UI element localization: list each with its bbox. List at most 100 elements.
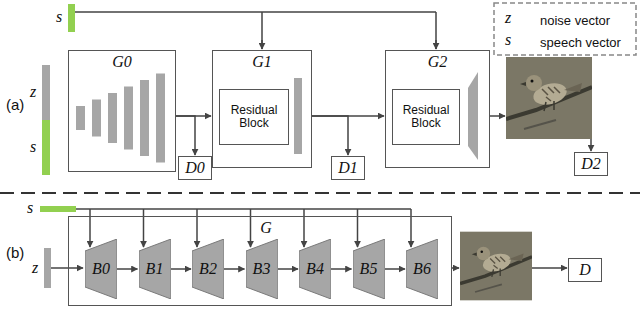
node-label: G0	[112, 53, 132, 71]
vector-letter: s	[30, 138, 36, 155]
block-trapezoid: B6	[406, 239, 438, 299]
connector-arrow	[331, 268, 352, 270]
block-trapezoid: B2	[192, 239, 224, 299]
block-trapezoid: B3	[246, 239, 278, 299]
separator	[0, 192, 640, 194]
discriminator-box: D0	[178, 156, 212, 180]
legend-key-holder: z	[505, 9, 511, 27]
node-label: B4	[306, 260, 324, 278]
legend-text: speech vector	[540, 35, 621, 50]
node-label: G2	[428, 53, 448, 71]
trapezoid-outline	[139, 239, 171, 299]
speech-wire	[75, 12, 436, 49]
bird-image	[506, 57, 592, 139]
trapezoid-outline	[85, 239, 117, 299]
speech-bar	[40, 206, 76, 212]
legend-text: noise vector	[540, 13, 610, 28]
vector-letter-holder: s	[27, 199, 33, 217]
bird-image	[460, 232, 532, 301]
speech-arrow	[410, 209, 412, 247]
node-label: D2	[581, 155, 601, 173]
node-label: Residual Block	[220, 104, 288, 130]
trapezoid-outline	[246, 239, 278, 299]
noise-bar	[42, 65, 50, 120]
generator-box: G1Residual Block	[212, 50, 312, 168]
layer-bar	[76, 106, 85, 130]
node-label: B2	[199, 260, 217, 278]
speech-wire	[76, 208, 411, 210]
layer-bar	[108, 93, 117, 143]
discriminator-box: D2	[574, 152, 608, 176]
speech-arrow	[303, 209, 305, 247]
connector-arrow	[312, 116, 348, 155]
speech-arrow	[357, 209, 359, 247]
speech-arrow	[89, 209, 91, 247]
residual-block: Residual Block	[219, 89, 289, 145]
speech-bar	[42, 120, 50, 175]
connector-arrow	[176, 116, 195, 155]
legend-frame	[494, 3, 636, 55]
block-trapezoid: B5	[353, 239, 385, 299]
vector-letter: s	[56, 8, 62, 25]
trapezoid-outline	[299, 239, 331, 299]
node-label: B1	[146, 260, 164, 278]
image-arrow	[590, 139, 592, 151]
speech-arrow	[250, 209, 252, 247]
legend-key: z	[505, 9, 511, 26]
layer-bar	[124, 87, 133, 150]
image-arrow	[490, 115, 505, 117]
discriminator-box: D	[568, 258, 602, 282]
block-trapezoid: B1	[139, 239, 171, 299]
layer-bar	[156, 74, 165, 163]
trapezoid-outline	[192, 239, 224, 299]
layer-stack	[76, 74, 165, 163]
trapezoid-outline	[406, 239, 438, 299]
block-trapezoid: B4	[299, 239, 331, 299]
speech-bar	[68, 4, 75, 32]
node-label: D0	[185, 159, 205, 177]
block-trapezoid: B0	[85, 239, 117, 299]
speech-arrow	[435, 40, 437, 49]
vector-letter-holder: s	[56, 8, 62, 26]
layer-bar	[294, 78, 302, 154]
speech-arrows	[90, 209, 411, 247]
image-arrow	[452, 267, 459, 269]
trapezoid-outline	[353, 239, 385, 299]
connector-arrow	[171, 268, 192, 270]
noise-bar	[44, 248, 51, 288]
legend-text-holder: noise vector	[540, 11, 610, 29]
generator-box: G0	[68, 50, 176, 172]
legend-key: s	[505, 31, 511, 48]
node-label: D	[579, 261, 591, 279]
panel-label-holder: (b)	[6, 244, 24, 262]
vector-letter-holder: z	[32, 259, 38, 277]
connector-arrow	[117, 268, 138, 270]
node-label: B3	[253, 260, 271, 278]
connector-arrow	[224, 268, 245, 270]
noise-arrow	[51, 267, 83, 269]
residual-block: Residual Block	[392, 89, 460, 145]
node-label: B5	[360, 260, 378, 278]
vector-letter-holder: s	[30, 138, 36, 156]
image-arrow	[532, 267, 567, 269]
layer-bar	[468, 72, 478, 160]
discriminator-box: D1	[331, 156, 365, 180]
layer-bar	[140, 80, 149, 156]
node-label: G	[260, 219, 272, 237]
layer-bar	[92, 100, 101, 137]
connector-arrow	[385, 268, 406, 270]
legend-key-holder: s	[505, 31, 511, 49]
vector-letter-holder: z	[30, 83, 36, 101]
panel-label: (a)	[6, 96, 24, 113]
node-label: D1	[338, 159, 358, 177]
legend-text-holder: speech vector	[540, 33, 621, 51]
generator-box: G2Residual Block	[385, 50, 490, 168]
speech-arrow	[143, 209, 145, 247]
generator-box: G B0 B1 B2 B3 B4 B5 B6	[68, 216, 452, 306]
node-label: Residual Block	[393, 104, 459, 130]
speech-arrow	[196, 209, 198, 247]
vector-letter: z	[32, 259, 38, 276]
node-label: G1	[252, 53, 272, 71]
